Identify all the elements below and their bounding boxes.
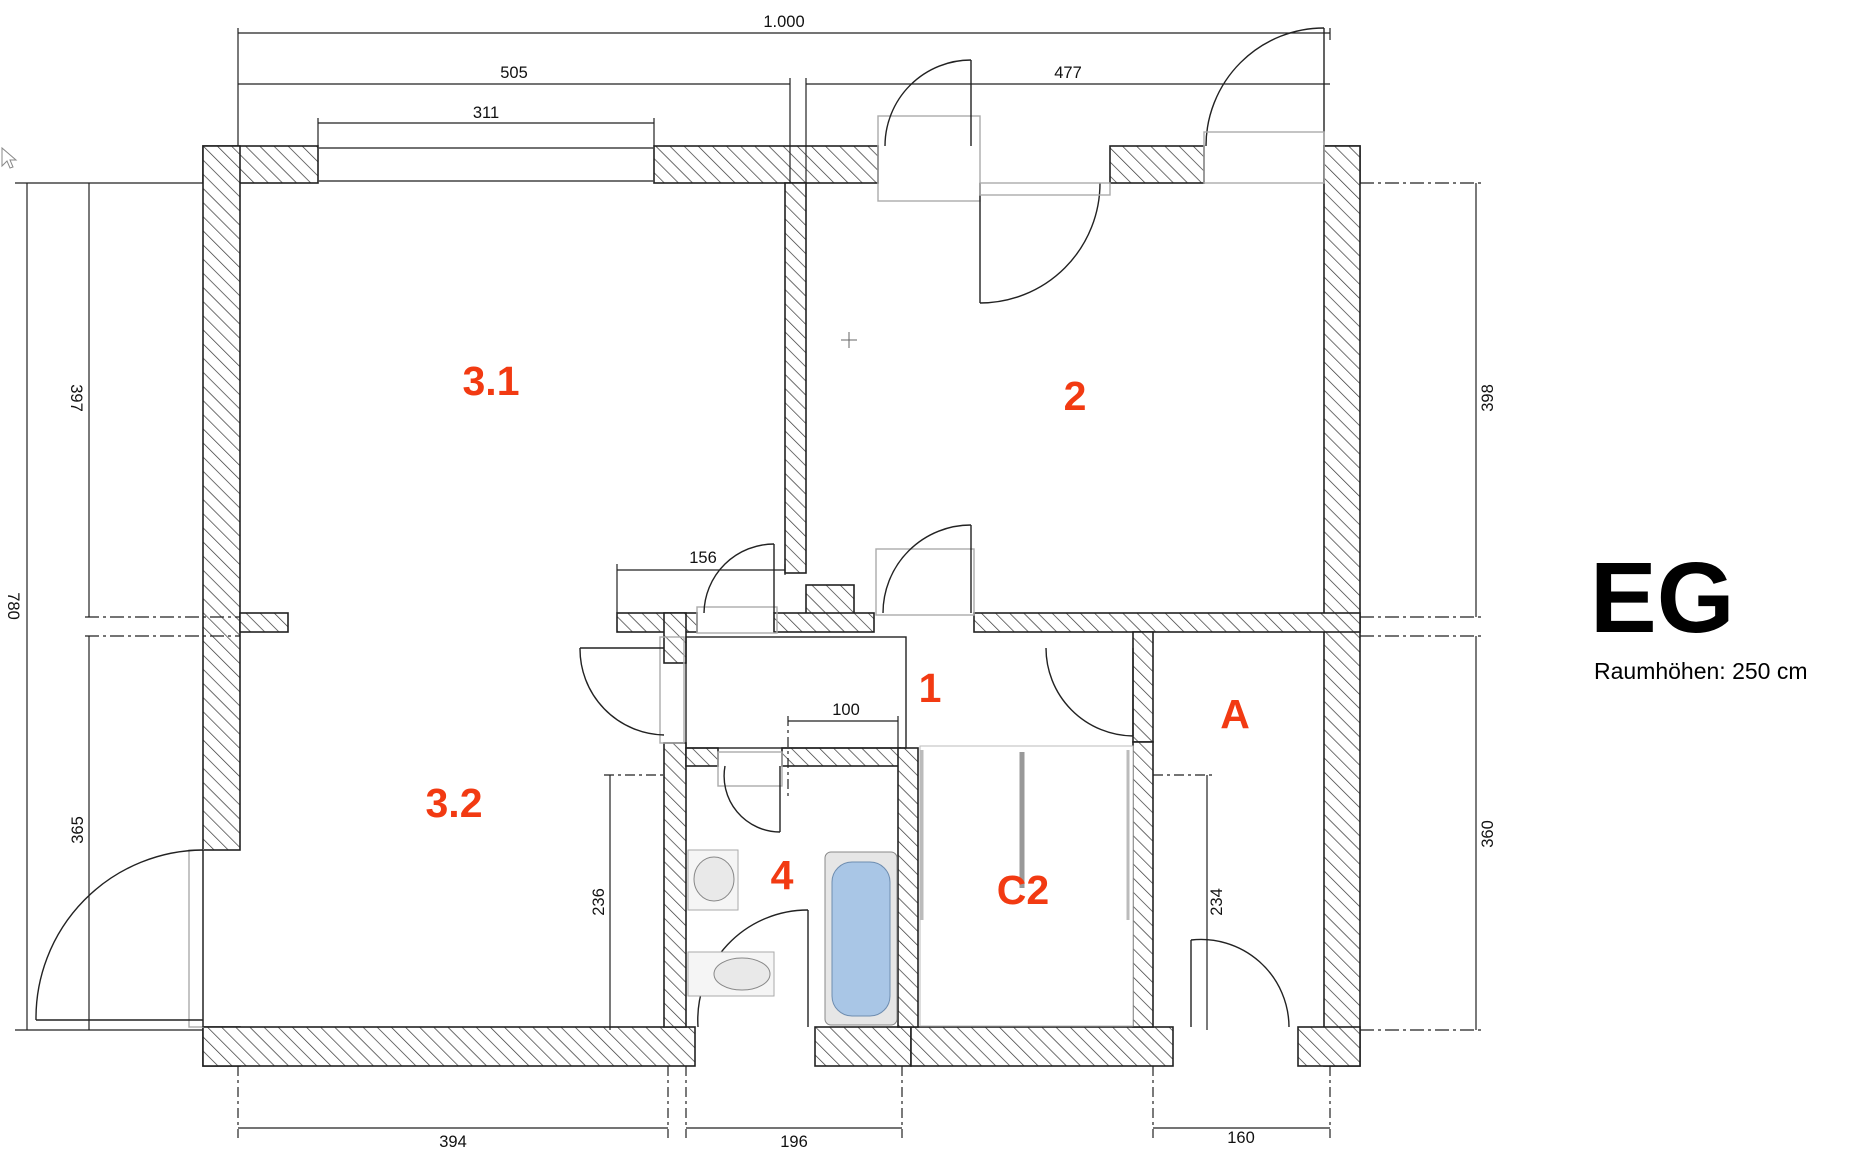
- wall-left-upper: [202, 145, 241, 851]
- dim-bath-opening: 100: [832, 701, 860, 719]
- wall-interior-hall-top: [973, 612, 1361, 633]
- walls: [202, 145, 1361, 1067]
- wall-stub-left: [239, 612, 289, 633]
- dim-left-lower: 365: [69, 816, 87, 844]
- wall-hall-bottom-2: [781, 747, 901, 767]
- wall-top-right: [1109, 145, 1205, 184]
- wall-interior-hall-top-mid: [773, 612, 875, 633]
- dimension-lines: [15, 28, 1485, 1138]
- dim-total-width: 1.000: [763, 13, 804, 31]
- room-label-1: 1: [919, 665, 942, 711]
- floor-label: EG: [1590, 542, 1734, 654]
- wall-bottom-left: [202, 1026, 696, 1067]
- cursor-icon: [1, 146, 18, 169]
- dim-right-width: 477: [1054, 64, 1082, 82]
- room-label-2: 2: [1064, 373, 1087, 419]
- dim-storage-height: 234: [1208, 888, 1226, 916]
- wall-hall-left: [663, 612, 687, 664]
- dim-left-width: 505: [500, 64, 528, 82]
- room-label-4: 4: [771, 852, 794, 898]
- wall-bottom-right: [1297, 1026, 1361, 1067]
- wall-interior-31-2: [784, 182, 807, 574]
- dim-bottom-left: 394: [439, 1133, 467, 1151]
- room-label-3-1: 3.1: [463, 358, 520, 404]
- wall-bath-left: [663, 742, 687, 1028]
- wall-a-left: [1132, 741, 1154, 1028]
- room-label-a: A: [1220, 691, 1250, 737]
- dim-hall-opening: 156: [689, 549, 717, 567]
- dim-right-upper: 398: [1479, 384, 1497, 412]
- crosshair-icon: [841, 332, 857, 348]
- dim-total-height: 780: [4, 592, 22, 620]
- wall-hall-bottom: [685, 747, 719, 767]
- fixtures: [687, 745, 1134, 1027]
- dim-left-room-height: 236: [590, 888, 608, 916]
- dim-right-lower: 360: [1479, 820, 1497, 848]
- closet: [919, 745, 1134, 1027]
- room-label-3-2: 3.2: [426, 780, 483, 826]
- wall-a-left-upper: [1132, 631, 1154, 743]
- wall-bottom-c2: [910, 1026, 1174, 1067]
- wall-bottom-bath: [814, 1026, 912, 1067]
- wall-top-mid: [653, 145, 879, 184]
- room-label-c2: C2: [997, 867, 1049, 913]
- doors: [35, 27, 1325, 1028]
- dim-bottom-storage: 160: [1227, 1129, 1255, 1147]
- wall-interior-under-2: [805, 584, 855, 616]
- dim-top-window: 311: [473, 104, 499, 122]
- dim-bottom-bath: 196: [780, 1133, 808, 1151]
- dim-left-upper: 397: [67, 384, 85, 412]
- wall-right: [1323, 145, 1361, 1067]
- floor-subtitle: Raumhöhen: 250 cm: [1594, 658, 1808, 684]
- wall-bath-c2: [897, 747, 919, 1028]
